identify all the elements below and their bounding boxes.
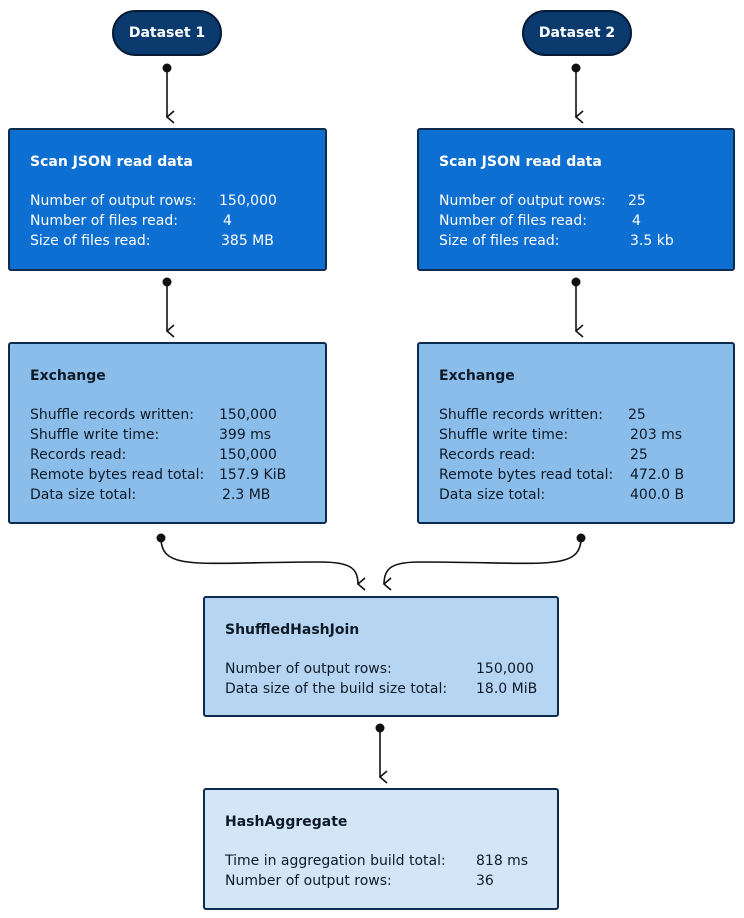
exchange-1-row-label: Remote bytes read total: <box>30 467 205 483</box>
shuffled-hash-join-node: ShuffledHashJoin Number of output rows: … <box>203 596 559 717</box>
scan-1-row-label: Number of output rows: <box>30 193 197 209</box>
aggregate-row-label: Time in aggregation build total: <box>225 853 446 869</box>
exchange-1-row-value: 150,000 <box>219 447 277 463</box>
scan-json-node-2: Scan JSON read data Number of output row… <box>417 128 735 271</box>
scan-1-row-label: Number of files read: <box>30 213 178 229</box>
join-title: ShuffledHashJoin <box>225 622 360 638</box>
exchange-2-row: Shuffle records written: 25 <box>439 405 713 425</box>
connector-dataset2-scan2 <box>571 63 584 124</box>
dataset-1-label: Dataset 1 <box>128 25 206 41</box>
scan-2-row-value: 3.5 kb <box>630 233 674 249</box>
exchange-1-row-value: 157.9 KiB <box>219 467 287 483</box>
exchange-2-row-label: Records read: <box>439 447 536 463</box>
join-row-label: Number of output rows: <box>225 661 392 677</box>
exchange-2-row-value: 203 ms <box>630 427 683 443</box>
connector-join-aggregate <box>375 723 388 784</box>
exchange-1-row-value: 150,000 <box>219 407 277 423</box>
aggregate-row-value: 36 <box>476 873 494 889</box>
dataset-1-node: Dataset 1 <box>112 10 222 56</box>
connector-scan1-exchange1 <box>162 277 175 338</box>
exchange-2-row-label: Shuffle records written: <box>439 407 603 423</box>
exchange-node-1: Exchange Shuffle records written: 150,00… <box>8 342 327 524</box>
connector-dataset1-scan1 <box>162 63 175 124</box>
join-row: Data size of the build size total: 18.0 … <box>225 679 537 699</box>
aggregate-row-label: Number of output rows: <box>225 873 392 889</box>
connector-exchange2-join <box>382 533 586 591</box>
scan-2-title: Scan JSON read data <box>439 154 602 170</box>
exchange-2-row-value: 472.0 B <box>630 467 685 483</box>
scan-2-row: Size of files read: 3.5 kb <box>439 231 713 251</box>
exchange-1-row-value: 2.3 MB <box>222 487 271 503</box>
dataset-2-label: Dataset 2 <box>538 25 616 41</box>
connector-scan2-exchange2 <box>571 277 584 338</box>
scan-json-node-1: Scan JSON read data Number of output row… <box>8 128 327 271</box>
connector-exchange1-join <box>156 533 366 591</box>
exchange-1-row-label: Shuffle records written: <box>30 407 194 423</box>
exchange-1-row: Shuffle write time: 399 ms <box>30 425 305 445</box>
exchange-1-row: Records read: 150,000 <box>30 445 305 465</box>
scan-2-row-value: 25 <box>628 193 646 209</box>
aggregate-row: Time in aggregation build total: 818 ms <box>225 851 537 871</box>
exchange-2-row-value: 25 <box>630 447 648 463</box>
exchange-2-row: Remote bytes read total: 472.0 B <box>439 465 713 485</box>
join-row-value: 18.0 MiB <box>476 681 538 697</box>
exchange-2-row-value: 25 <box>628 407 646 423</box>
exchange-1-row: Data size total: 2.3 MB <box>30 485 305 505</box>
exchange-2-row-value: 400.0 B <box>630 487 685 503</box>
scan-1-title: Scan JSON read data <box>30 154 193 170</box>
scan-2-row-value: 4 <box>632 213 641 229</box>
scan-1-row-value: 150,000 <box>219 193 277 209</box>
scan-2-row: Number of files read: 4 <box>439 211 713 231</box>
join-row-label: Data size of the build size total: <box>225 681 448 697</box>
scan-1-row: Number of output rows: 150,000 <box>30 191 305 211</box>
exchange-2-row: Records read: 25 <box>439 445 713 465</box>
exchange-2-row-label: Remote bytes read total: <box>439 467 614 483</box>
scan-1-row: Number of files read: 4 <box>30 211 305 231</box>
exchange-2-row: Data size total: 400.0 B <box>439 485 713 505</box>
scan-1-row-value: 385 MB <box>221 233 274 249</box>
scan-2-row: Number of output rows: 25 <box>439 191 713 211</box>
dataset-2-node: Dataset 2 <box>522 10 632 56</box>
exchange-1-row: Shuffle records written: 150,000 <box>30 405 305 425</box>
hash-aggregate-node: HashAggregate Time in aggregation build … <box>203 788 559 910</box>
aggregate-row: Number of output rows: 36 <box>225 871 537 891</box>
exchange-2-row-label: Data size total: <box>439 487 546 503</box>
scan-2-row-label: Number of output rows: <box>439 193 606 209</box>
exchange-1-title: Exchange <box>30 368 106 384</box>
scan-1-row: Size of files read: 385 MB <box>30 231 305 251</box>
scan-2-row-label: Size of files read: <box>439 233 560 249</box>
exchange-node-2: Exchange Shuffle records written: 25 Shu… <box>417 342 735 524</box>
aggregate-title: HashAggregate <box>225 814 348 830</box>
exchange-2-row: Shuffle write time: 203 ms <box>439 425 713 445</box>
exchange-1-row: Remote bytes read total: 157.9 KiB <box>30 465 305 485</box>
join-row-value: 150,000 <box>476 661 534 677</box>
exchange-1-row-label: Shuffle write time: <box>30 427 160 443</box>
exchange-1-row-label: Data size total: <box>30 487 137 503</box>
scan-1-row-label: Size of files read: <box>30 233 151 249</box>
exchange-2-title: Exchange <box>439 368 515 384</box>
exchange-1-row-value: 399 ms <box>219 427 272 443</box>
exchange-2-row-label: Shuffle write time: <box>439 427 569 443</box>
aggregate-row-value: 818 ms <box>476 853 529 869</box>
join-row: Number of output rows: 150,000 <box>225 659 537 679</box>
scan-2-row-label: Number of files read: <box>439 213 587 229</box>
exchange-1-row-label: Records read: <box>30 447 127 463</box>
scan-1-row-value: 4 <box>223 213 232 229</box>
